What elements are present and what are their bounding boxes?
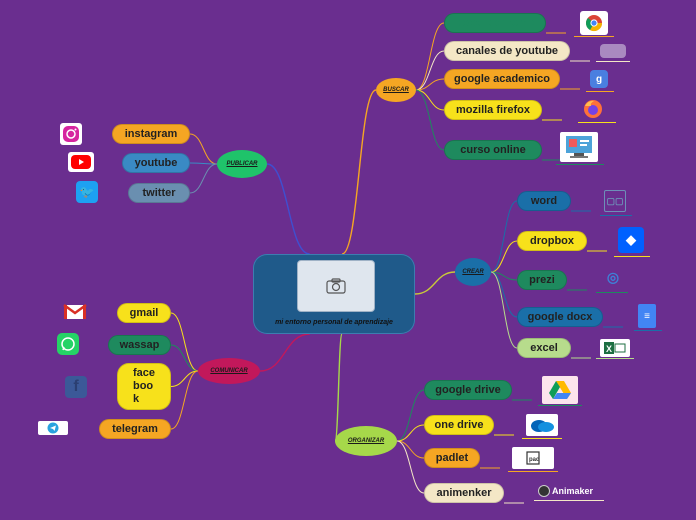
facebook-icon: f: [65, 376, 87, 398]
connector-center-crear: [414, 271, 456, 295]
onedrive-icon: [526, 414, 558, 436]
prezi-icon: ◎: [606, 268, 620, 285]
connector-center-buscar: [341, 89, 377, 255]
google-docs-icon: ≡: [638, 304, 656, 328]
connector-buscar-4: [415, 89, 445, 151]
icon-underline: [634, 330, 662, 331]
connector-crear-2: [490, 271, 518, 281]
topic-google-docx[interactable]: google docx: [517, 307, 603, 327]
connector-publicar-1: [189, 162, 218, 165]
connector-publicar-0: [189, 133, 218, 165]
hub-organizar[interactable]: ORGANIZAR: [335, 426, 397, 456]
hub-comunicar[interactable]: COMUNICAR: [198, 358, 260, 384]
icon-underline: [586, 91, 614, 92]
connector-center-publicar: [266, 163, 310, 255]
icon-underline: [534, 500, 604, 501]
icon-underline: [578, 122, 616, 123]
icon-underline: [508, 471, 558, 472]
connector-comunicar-0: [170, 312, 199, 372]
topic-excel[interactable]: excel: [517, 338, 571, 358]
whatsapp-icon: [57, 333, 79, 355]
animaker-logo-dot: [538, 485, 550, 497]
hub-publicar[interactable]: PUBLICAR: [217, 150, 267, 178]
topic-google-chrome[interactable]: google chrome: [444, 13, 546, 33]
scholar-icon: g: [590, 70, 608, 88]
icon-underline: [574, 36, 614, 37]
topic-instagram[interactable]: instagram: [112, 124, 190, 144]
icon-underline: [614, 256, 650, 257]
svg-text:pad: pad: [529, 457, 540, 463]
connector-publicar-2: [189, 163, 218, 194]
topic-prezi[interactable]: prezi: [517, 270, 567, 290]
camera-icon: [326, 278, 346, 294]
camera-image-placeholder: [297, 260, 375, 312]
central-topic[interactable]: mi entorno personal de aprendizaje: [253, 254, 415, 334]
topic-one-drive[interactable]: one drive: [424, 415, 494, 435]
connector-comunicar-1: [170, 344, 199, 372]
topic-facebook-label: face boo k: [132, 367, 156, 405]
connector-buscar-0: [415, 22, 445, 91]
topic-youtube[interactable]: youtube: [122, 153, 190, 173]
topic-telegram[interactable]: telegram: [99, 419, 171, 439]
dropbox-icon: ◆: [618, 227, 644, 253]
topic-padlet[interactable]: padlet: [424, 448, 480, 468]
topic-canales-de-youtube[interactable]: canales de youtube: [444, 41, 570, 61]
icon-underline: [596, 61, 630, 62]
padlet-icon: pad: [512, 447, 554, 469]
gmail-icon: [62, 302, 88, 322]
hub-crear[interactable]: CREAR: [455, 258, 491, 286]
animaker-logo-text: Animaker: [552, 486, 594, 496]
connector-organizar-1: [396, 424, 425, 442]
excel-icon: X: [600, 339, 630, 357]
connector-crear-0: [490, 200, 518, 273]
topic-google-academico[interactable]: google academico: [444, 69, 560, 89]
youtube-icon: [68, 152, 94, 172]
instagram-icon: [60, 123, 82, 145]
icon-underline: [596, 358, 634, 359]
topic-animenker[interactable]: animenker: [424, 483, 504, 503]
connector-organizar-2: [396, 440, 425, 459]
svg-text:X: X: [606, 344, 612, 354]
connector-crear-1: [490, 240, 518, 273]
icon-underline: [522, 438, 562, 439]
topic-facebook[interactable]: face boo k: [117, 363, 171, 410]
icon-underline: [596, 292, 628, 293]
connector-crear-4: [490, 271, 518, 349]
connector-center-organizar: [334, 333, 343, 442]
connector-buscar-1: [415, 50, 445, 91]
connector-center-comunicar: [259, 333, 310, 372]
topic-mozilla-firefox[interactable]: mozilla firefox: [444, 100, 542, 120]
video-icon: [600, 44, 626, 58]
telegram-icon: [38, 421, 68, 435]
connector-comunicar-2: [170, 370, 199, 387]
icon-underline: [556, 164, 604, 165]
connector-organizar-0: [396, 389, 425, 442]
topic-curso-online[interactable]: curso online: [444, 140, 542, 160]
online-course-icon: [560, 132, 598, 162]
icon-underline: [600, 215, 632, 216]
connector-comunicar-3: [170, 370, 199, 430]
topic-wassap[interactable]: wassap: [108, 335, 171, 355]
topic-google-drive[interactable]: google drive: [424, 380, 512, 400]
topic-dropbox[interactable]: dropbox: [517, 231, 587, 251]
icon-underline: [538, 405, 582, 406]
connector-buscar-3: [415, 89, 445, 111]
hub-buscar[interactable]: BUSCAR: [376, 78, 416, 102]
topic-word[interactable]: word: [517, 191, 571, 211]
word-icon: ▢▢: [604, 190, 626, 212]
connector-organizar-3: [396, 440, 425, 494]
chrome-icon: [580, 11, 608, 35]
animaker-icon: Animaker: [538, 483, 600, 499]
topic-gmail[interactable]: gmail: [117, 303, 171, 323]
central-topic-title: mi entorno personal de aprendizaje: [275, 319, 393, 326]
firefox-icon: [582, 98, 604, 120]
topic-twitter[interactable]: twitter: [128, 183, 190, 203]
twitter-icon: 🐦: [76, 181, 98, 203]
google-drive-icon: [542, 376, 578, 404]
connector-buscar-2: [415, 78, 445, 91]
